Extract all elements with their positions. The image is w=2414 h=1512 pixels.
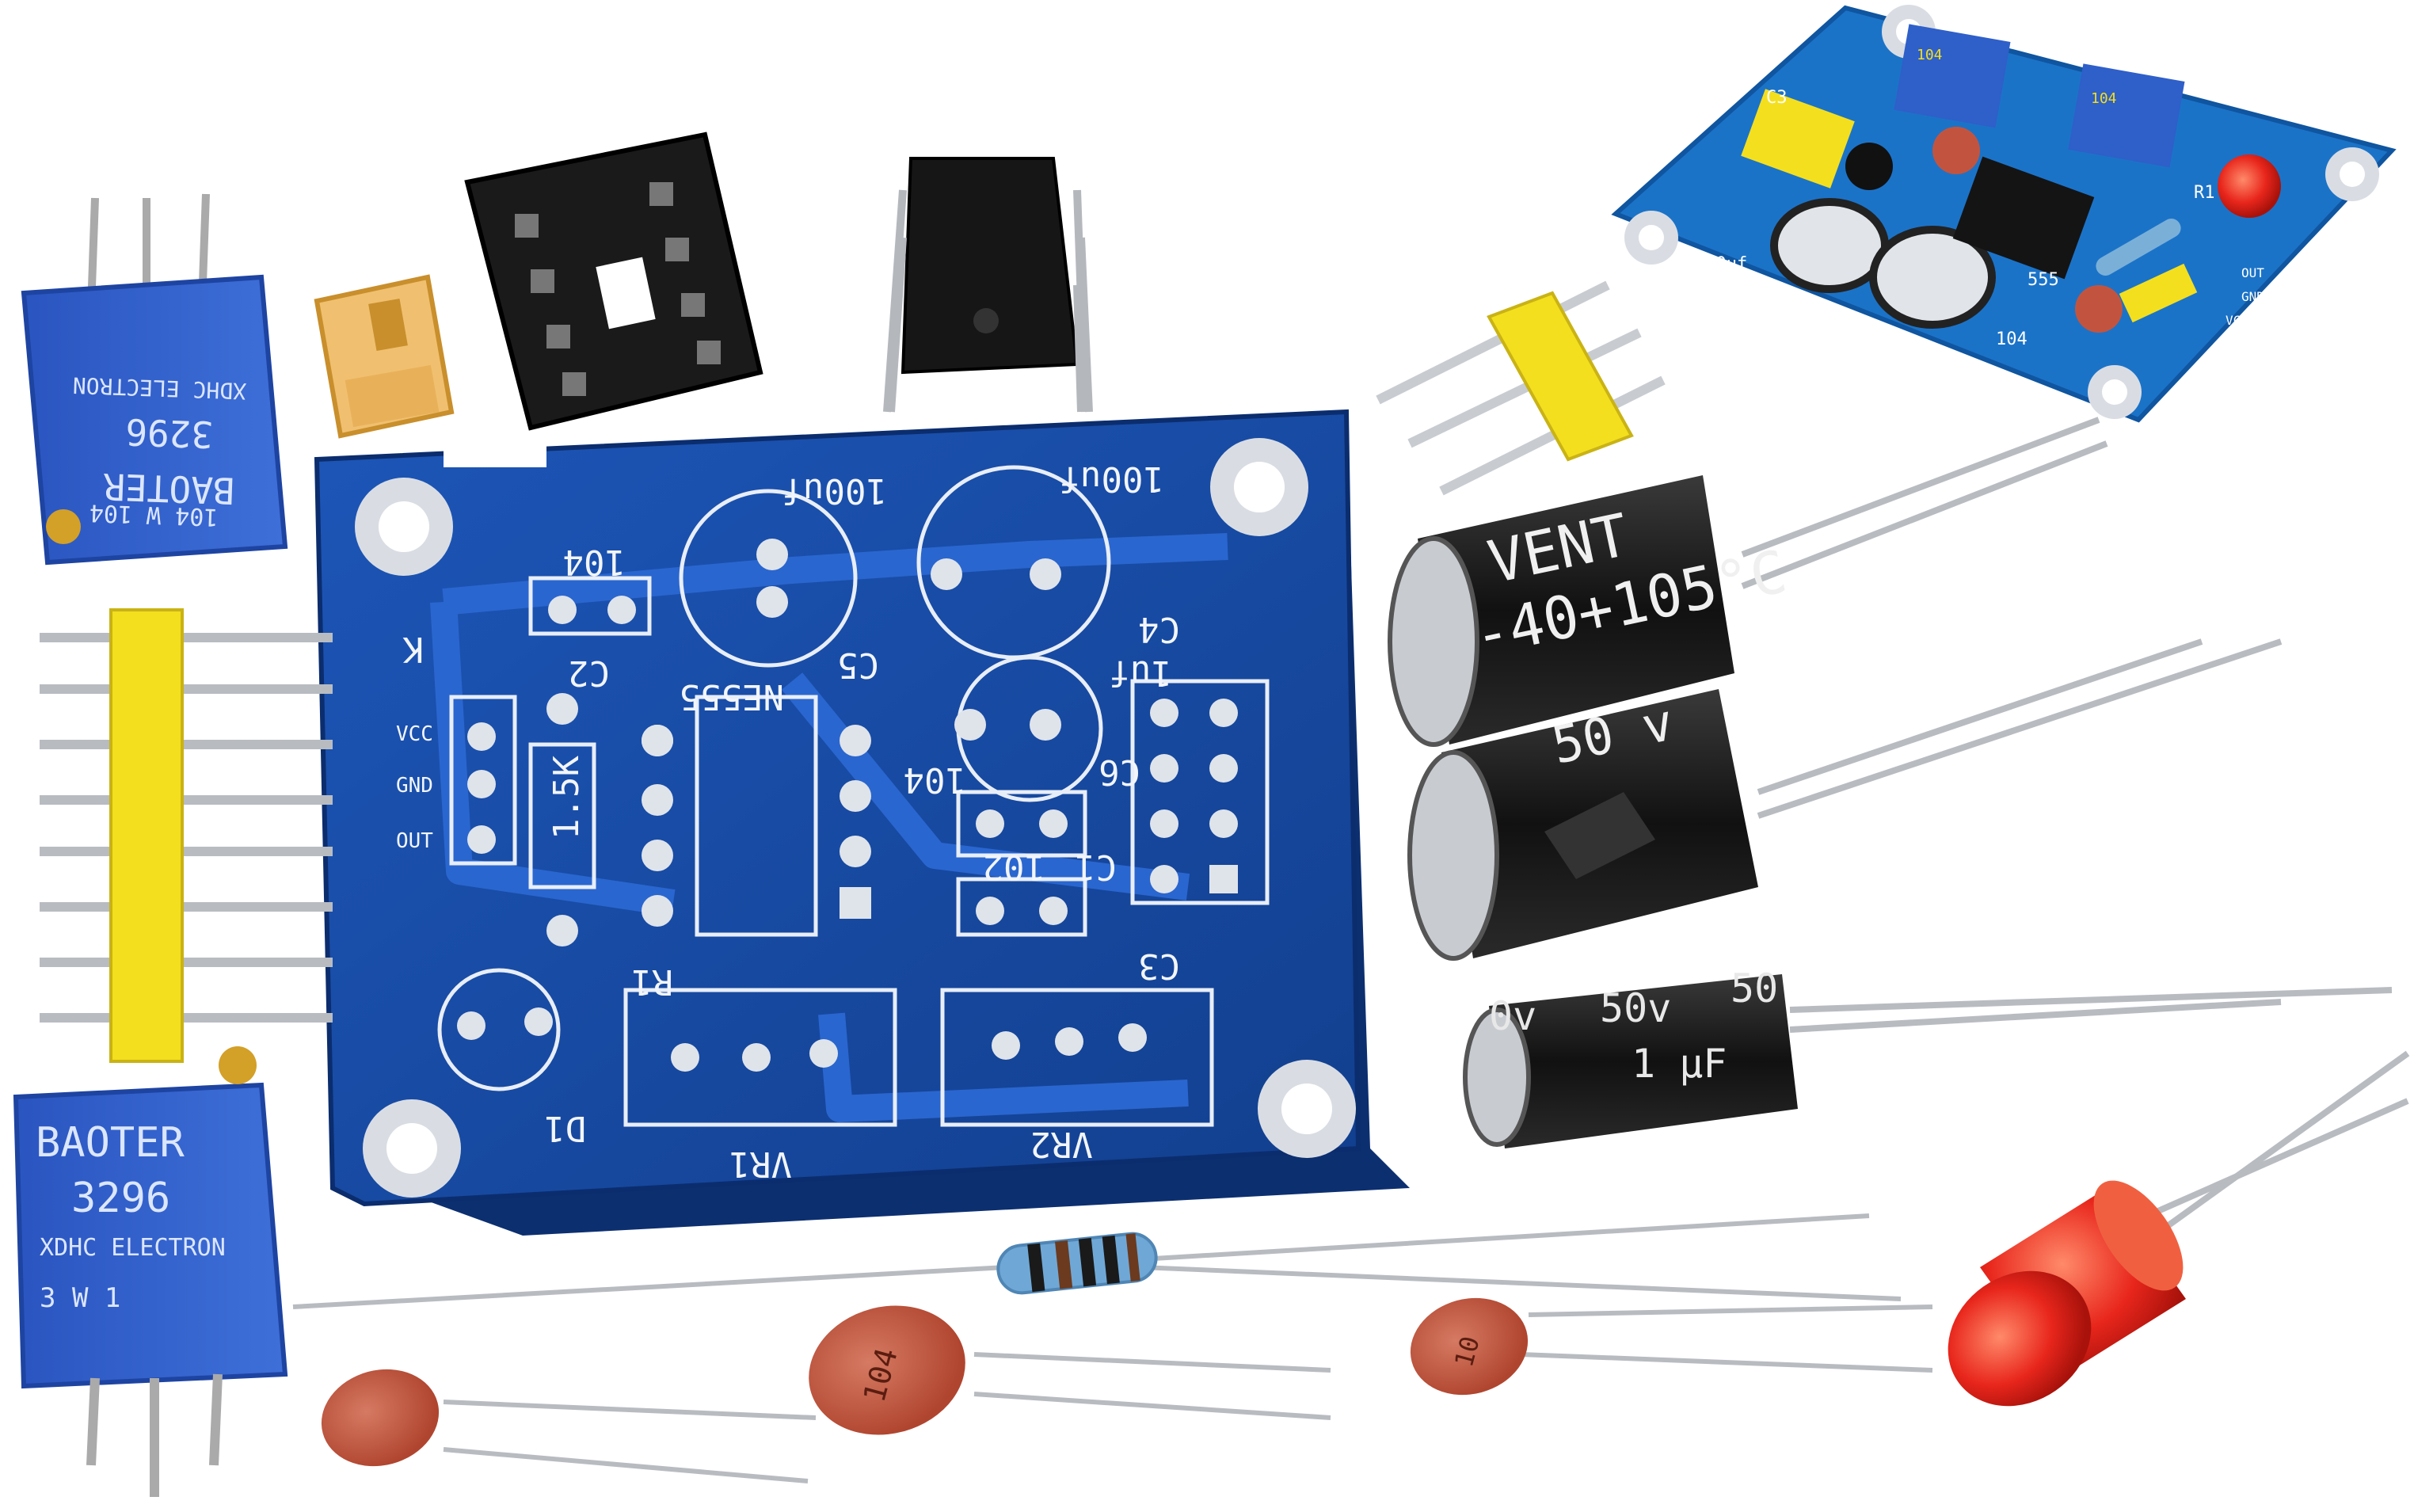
label-c3: C3 bbox=[1138, 946, 1180, 986]
pin-header-3 bbox=[1376, 280, 1666, 496]
label-out: OUT bbox=[396, 829, 433, 853]
capacitor-large: VENT -40+105°C bbox=[1388, 417, 2108, 747]
pot-top-brand: BAOTER bbox=[102, 465, 235, 512]
c6-pad-outline bbox=[956, 790, 1087, 858]
capacitor-small: 0v 50v 1 µF 50 bbox=[1463, 965, 2393, 1148]
c5-outline bbox=[679, 489, 858, 668]
label-d1: D1 bbox=[544, 1108, 586, 1148]
cap-small-edge-right: 50 bbox=[1731, 965, 1778, 1011]
assembled-cap-small bbox=[1845, 143, 1893, 190]
assembled-ceramic-2 bbox=[2075, 285, 2123, 333]
c1-outline bbox=[956, 877, 1087, 937]
label-r1-value: 1.5K bbox=[546, 756, 587, 840]
assembled-pot1-code: 104 bbox=[1917, 47, 1943, 63]
pin-header-8 bbox=[40, 608, 333, 1063]
main-pcb: 100uf 100uf 104 C2 C5 NE555 C4 1uf C6 10… bbox=[314, 409, 1410, 1236]
label-c4: C4 bbox=[1138, 609, 1180, 649]
label-c6: C6 bbox=[1098, 752, 1140, 792]
potentiometer-bottom: BAOTER 3296 XDHC ELECTRON 3 W 1 bbox=[13, 1046, 288, 1497]
capacitor-medium: 50 v bbox=[1407, 638, 2283, 961]
label-c2-value: 104 bbox=[563, 542, 626, 582]
assembled-label-out: OUT bbox=[2241, 265, 2264, 280]
ne555-chip bbox=[883, 157, 1093, 413]
label-vr1: VR1 bbox=[729, 1144, 792, 1184]
ceramic-capacitor-104: 104 bbox=[809, 1305, 1331, 1435]
mounting-hole-tr bbox=[1210, 438, 1308, 536]
assembled-label-ne555: 555 bbox=[2028, 270, 2059, 290]
mounting-hole-br bbox=[1258, 1060, 1356, 1158]
cap-small-voltage: 50v bbox=[1600, 985, 1671, 1031]
ceramic-capacitor-1 bbox=[321, 1369, 817, 1483]
d1-outline bbox=[437, 968, 561, 1091]
label-vr2: VR2 bbox=[1030, 1124, 1093, 1164]
c2-outline bbox=[528, 576, 652, 636]
assembled-pot2-code: 104 bbox=[2091, 90, 2117, 107]
assembled-jumper bbox=[1741, 89, 1855, 189]
cap-small-edge-left: 0v bbox=[1489, 993, 1536, 1039]
label-cap-100uf-b: 100uf bbox=[1060, 459, 1164, 499]
jumper-outline bbox=[1130, 679, 1270, 905]
potentiometer-top: BAOTER 3296 XDHC ELECTRON 104 W 104 bbox=[21, 193, 288, 566]
assembled-label-gnd: GND bbox=[2241, 289, 2264, 304]
assembled-label-c6: 104 bbox=[1996, 329, 2028, 349]
label-ne555: NE555 bbox=[680, 676, 784, 717]
silkscreen bbox=[437, 465, 1270, 1127]
mounting-hole-bl bbox=[363, 1099, 461, 1198]
label-c1: C1 bbox=[1075, 847, 1117, 887]
pcb-notch bbox=[444, 444, 546, 467]
assembled-cap-2 bbox=[1869, 226, 1996, 329]
assembled-pot-1 bbox=[1894, 24, 2011, 128]
mounting-hole-tl bbox=[355, 478, 453, 576]
assembled-board: C3 R1 100uf 100uf 555 104 OUT GND VCC 10… bbox=[1611, 5, 2397, 423]
pot-bottom-brand: BAOTER bbox=[36, 1119, 185, 1167]
vr1-outline bbox=[623, 988, 897, 1127]
assembled-pot-2 bbox=[2068, 63, 2185, 168]
label-c5: C5 bbox=[837, 645, 879, 685]
potentiometer-top-screw bbox=[46, 509, 81, 544]
label-c2: C2 bbox=[568, 653, 610, 693]
led-red bbox=[1948, 1050, 2410, 1407]
header-outline bbox=[449, 695, 517, 866]
label-c1-value: 102 bbox=[983, 847, 1045, 887]
pot-bottom-code: 3 W 1 bbox=[40, 1282, 120, 1314]
label-c6-value: 104 bbox=[904, 760, 966, 800]
assembled-label-r1: R1 bbox=[2194, 183, 2215, 203]
pot-bottom-maker: XDHC ELECTRON bbox=[40, 1234, 226, 1262]
pot-top-maker: XDHC ELECTRON bbox=[72, 372, 246, 405]
ceramic-capacitor-10: 10 bbox=[1410, 1297, 1933, 1396]
label-r1: R1 bbox=[631, 962, 673, 1002]
pot-top-model: 3296 bbox=[124, 410, 214, 456]
pot-top-code: 104 W 104 bbox=[89, 498, 219, 531]
assembled-resistor bbox=[2096, 219, 2181, 276]
assembled-label-cap1: 100uf bbox=[1695, 254, 1747, 274]
assembled-ne555 bbox=[1952, 156, 2095, 280]
pcb-pads bbox=[457, 539, 1238, 1072]
assembled-label-vcc: VCC bbox=[2226, 313, 2248, 328]
resistor bbox=[292, 1213, 1902, 1309]
jumper-cap bbox=[314, 274, 455, 439]
label-gnd: GND bbox=[396, 774, 433, 798]
assembled-cap-1 bbox=[1770, 198, 1889, 293]
label-cap-100uf-a: 100uf bbox=[782, 470, 887, 511]
ic-socket bbox=[464, 131, 763, 431]
assembled-output-header bbox=[2119, 263, 2198, 323]
assembled-led bbox=[2218, 154, 2281, 218]
label-k: K bbox=[402, 629, 424, 669]
assembled-ceramic-1 bbox=[1932, 127, 1980, 174]
assembled-label-c3: C3 bbox=[1766, 88, 1788, 108]
label-vcc: VCC bbox=[396, 722, 433, 746]
ne555-outline bbox=[695, 695, 818, 937]
assembled-label-cap2: 100uf bbox=[1798, 310, 1850, 329]
label-c4-value: 1uf bbox=[1110, 653, 1172, 693]
cap-small-value: 1 µF bbox=[1632, 1041, 1727, 1087]
vr2-outline bbox=[940, 988, 1214, 1127]
r1-outline bbox=[528, 742, 596, 889]
pot-bottom-model: 3296 bbox=[71, 1175, 170, 1222]
potentiometer-bottom-screw bbox=[219, 1046, 257, 1084]
